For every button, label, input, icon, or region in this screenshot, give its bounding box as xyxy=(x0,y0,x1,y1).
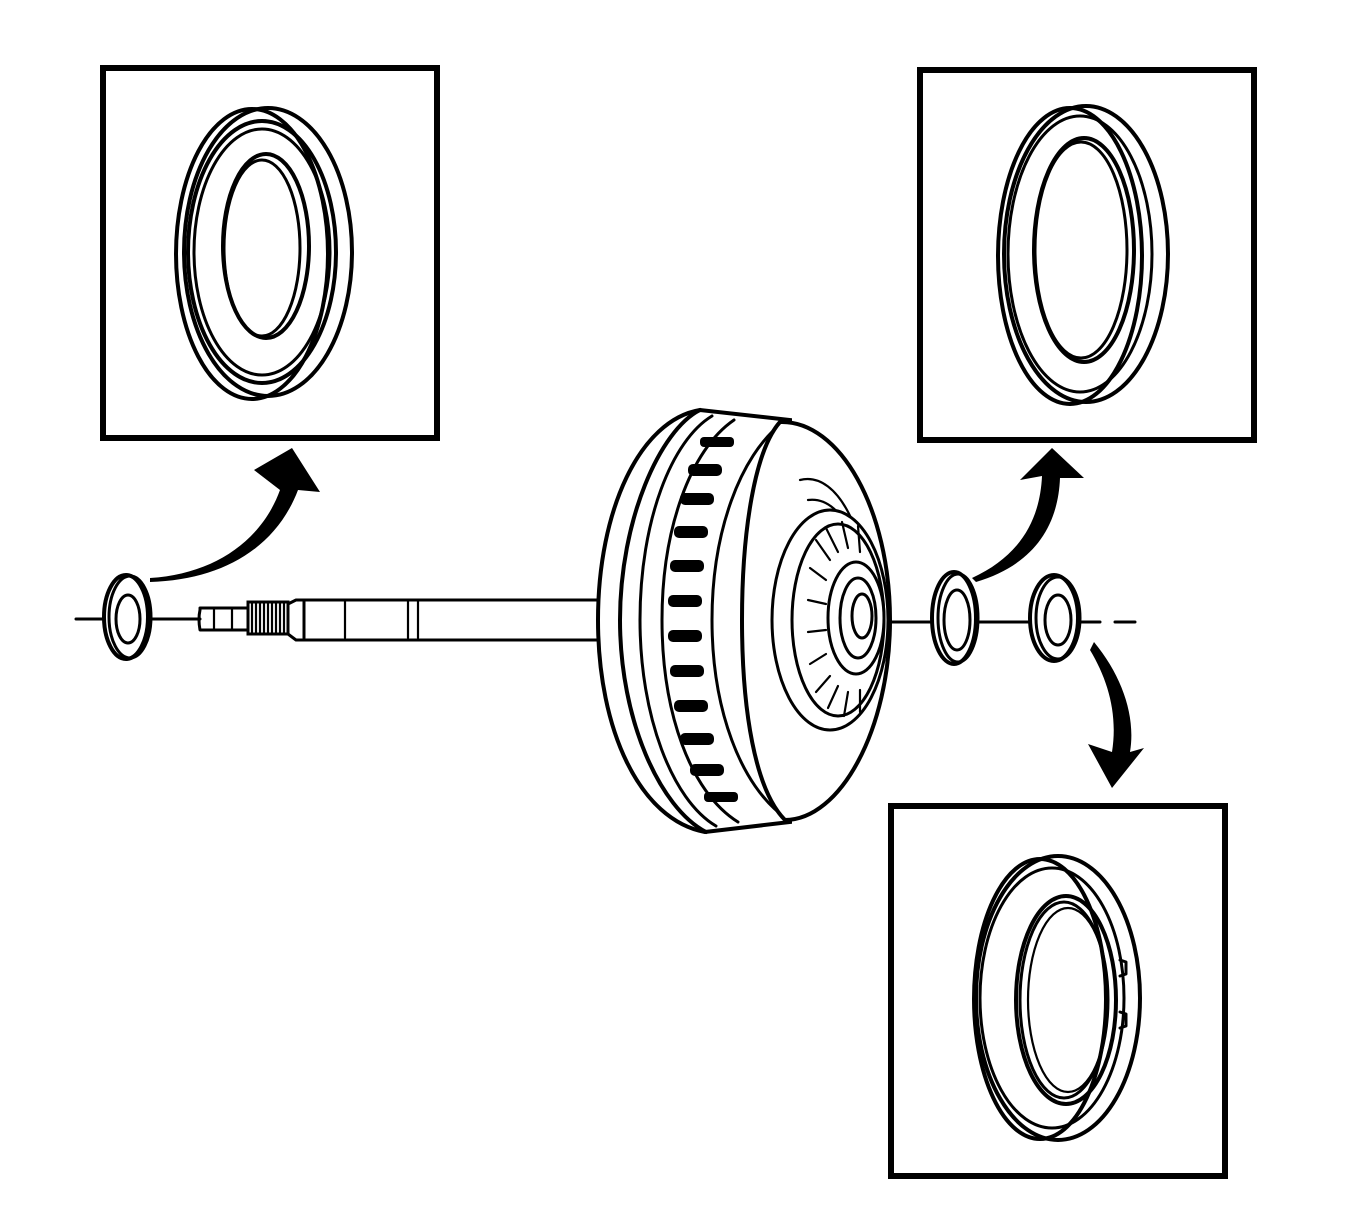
clutch-drum xyxy=(595,407,893,835)
middle-right-washer xyxy=(930,570,980,666)
left-washer xyxy=(102,573,153,661)
arrow-top-right-callout xyxy=(972,448,1084,582)
arrow-bottom-right-callout xyxy=(1088,642,1144,788)
input-shaft xyxy=(197,598,602,642)
inner-bearing-detail xyxy=(996,104,1170,406)
far-right-washer xyxy=(1028,573,1082,663)
arrow-left-callout xyxy=(150,448,320,582)
detail-box-top-right xyxy=(917,67,1257,443)
left-washer-detail xyxy=(174,106,354,401)
drum-teeth xyxy=(668,437,738,802)
outer-washer-detail xyxy=(972,854,1142,1142)
detail-box-bottom-right xyxy=(888,803,1228,1179)
hub-ribs xyxy=(806,520,862,718)
detail-box-left xyxy=(100,65,440,441)
